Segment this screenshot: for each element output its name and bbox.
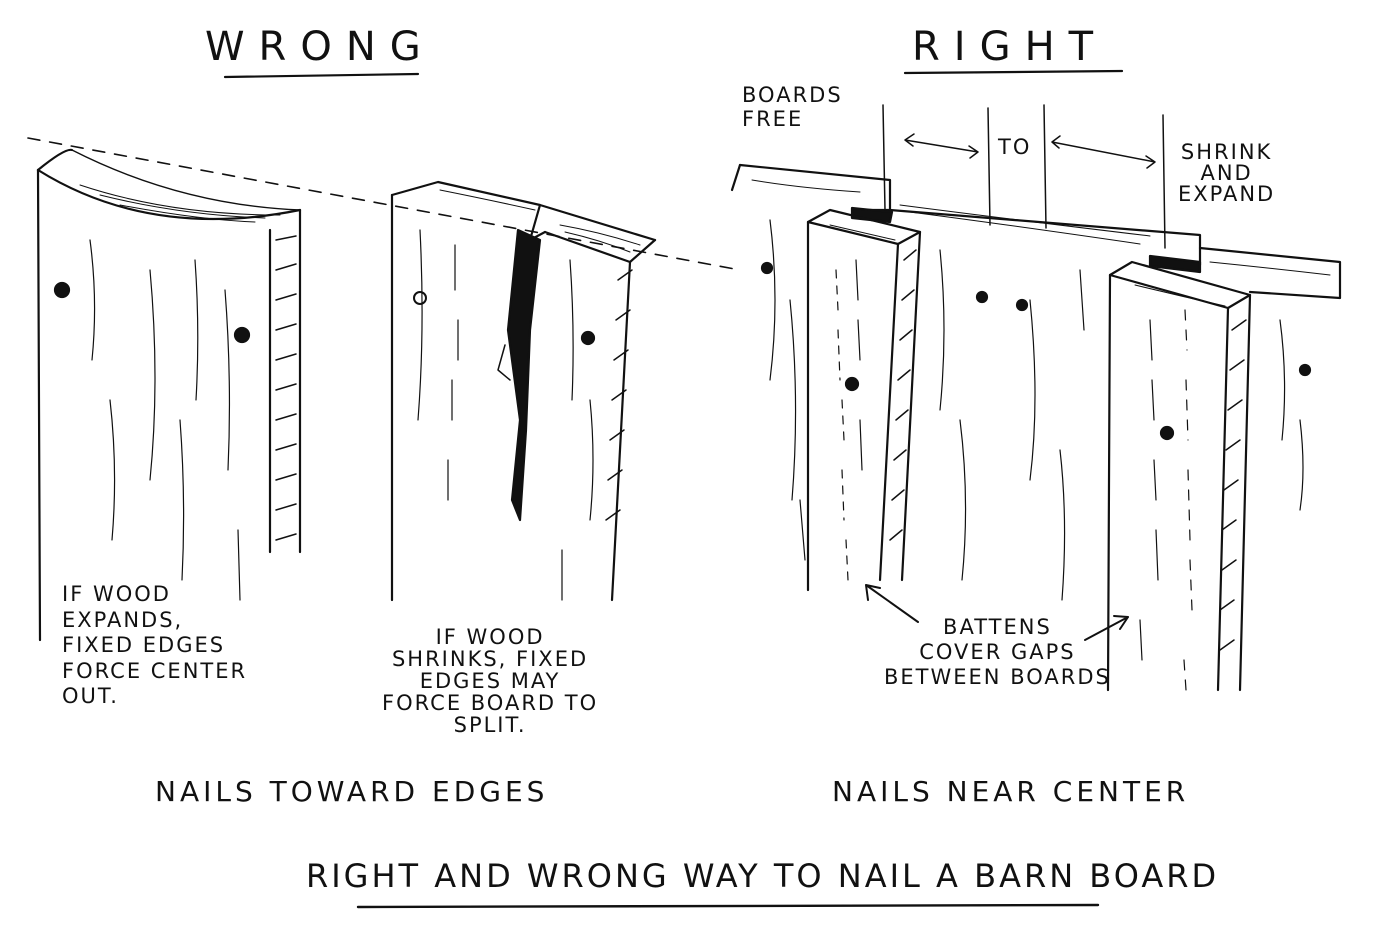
batten-left <box>806 208 922 592</box>
batten-right <box>1106 260 1252 692</box>
nail-hole <box>1015 298 1029 312</box>
right-heading: RIGHT <box>912 24 1108 70</box>
batten-arrow <box>1084 615 1129 641</box>
nail-hole <box>844 376 860 392</box>
nail-hole <box>580 330 596 346</box>
nail-hole <box>975 290 989 304</box>
diagram-title: RIGHT AND WRONG WAY TO NAIL A BARN BOARD <box>306 857 1220 895</box>
title-underline <box>356 903 1100 909</box>
split-board <box>390 180 657 602</box>
wrong-underline <box>223 72 420 79</box>
nail-hole <box>760 261 774 275</box>
shrinks-note: IF WOOD SHRINKS, FIXED EDGES MAY FORCE B… <box>382 625 599 738</box>
to-label: TO <box>998 135 1032 159</box>
boards-free-label: BOARDS FREE <box>742 83 843 132</box>
nail-hole <box>1298 363 1312 377</box>
shrink-expand-label: SHRINK AND EXPAND <box>1178 140 1276 206</box>
dashed-reference-line <box>27 137 741 271</box>
nail-hole <box>413 291 427 305</box>
nail-hole <box>1159 425 1175 441</box>
wrong-heading: WRONG <box>205 24 435 70</box>
left-caption: NAILS TOWARD EDGES <box>155 775 549 808</box>
dimension-lines <box>882 104 1166 249</box>
nail-hole <box>233 326 251 344</box>
expands-note: IF WOOD EXPANDS, FIXED EDGES FORCE CENTE… <box>62 582 248 709</box>
cupped-board <box>36 148 302 642</box>
nail-hole <box>53 281 71 299</box>
battens-note: BATTENS COVER GAPS BETWEEN BOARDS <box>884 615 1111 690</box>
right-underline <box>903 69 1124 75</box>
right-caption: NAILS NEAR CENTER <box>832 775 1190 808</box>
batten-arrow <box>865 584 919 623</box>
